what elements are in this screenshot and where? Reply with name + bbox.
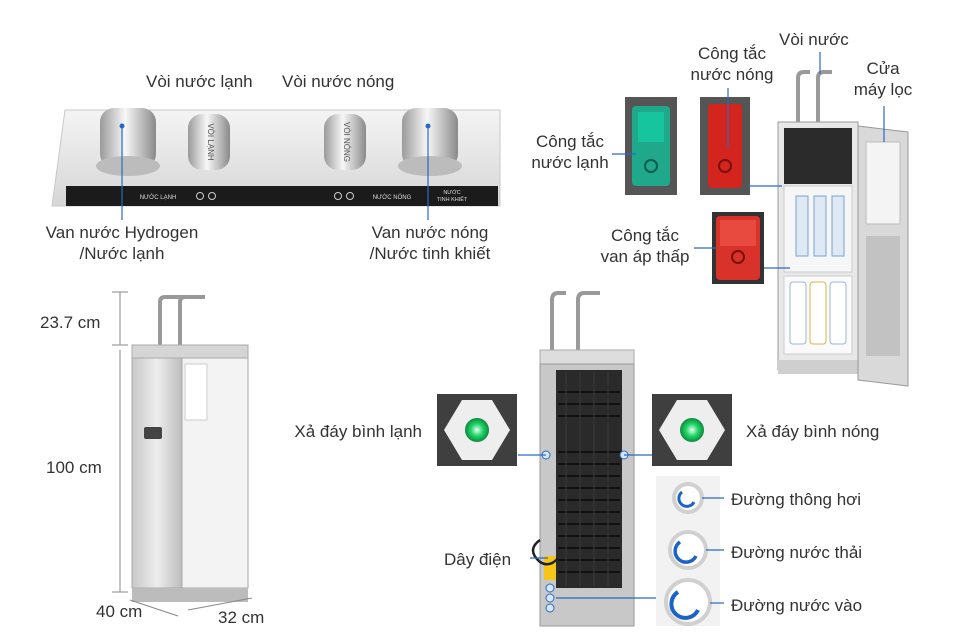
hot-drain-inset xyxy=(652,394,732,466)
dim-body-height: 100 cm xyxy=(46,458,102,477)
label-hot-drain: Xả đáy bình nóng xyxy=(746,422,880,441)
label-vent-line: Đường thông hơi xyxy=(731,490,862,509)
cold-drain-led xyxy=(465,418,489,442)
label-hydrogen-valve-line2: /Nước lạnh xyxy=(79,244,165,264)
panel-strip xyxy=(66,186,498,206)
label-cold-switch: Công tắc nước lạnh xyxy=(520,131,620,174)
label-filter-door-line2: máy lọc xyxy=(853,80,913,100)
cold-drain-inset xyxy=(437,394,517,466)
label-cold-switch-line1: Công tắc xyxy=(535,132,605,151)
label-hot-switch-line2: nước nóng xyxy=(690,65,774,85)
hydrogen-valve-knob xyxy=(100,108,156,168)
hot-switch xyxy=(708,104,742,188)
panel-pure-print-2: TINH KHIẾT xyxy=(437,196,468,203)
panel-button-icon xyxy=(346,192,354,200)
label-low-pressure-switch: Công tắc van áp thấp xyxy=(586,225,704,268)
panel-pure-print-1: NƯỚC xyxy=(443,189,460,196)
top-panel-illustration: VÒI LẠNH VÒI NÓNG NƯỚC LẠNH NƯỚC NÓNG NƯ… xyxy=(51,108,501,220)
dim-depth: 40 cm xyxy=(96,602,143,621)
label-hydrogen-valve-line1: Van nước Hydrogen xyxy=(45,223,199,242)
label-hot-valve: Van nước nóng /Nước tinh khiết xyxy=(340,222,520,265)
label-cold-tap: Vòi nước lạnh xyxy=(146,72,253,91)
hot-valve-knob xyxy=(402,108,458,168)
back-view-illustration xyxy=(518,291,658,627)
cold-tap-top xyxy=(188,114,230,170)
label-cold-drain: Xả đáy bình lạnh xyxy=(294,422,422,441)
label-hydrogen-valve: Van nước Hydrogen /Nước lạnh xyxy=(22,222,222,265)
hot-tap-top xyxy=(324,114,366,170)
label-hot-valve-line2: /Nước tinh khiết xyxy=(369,244,491,264)
pipe-fittings-inset xyxy=(656,476,724,626)
label-inlet-line: Đường nước vào xyxy=(731,596,863,615)
cold-tap-print: VÒI LẠNH xyxy=(206,123,215,161)
machine-dimension-illustration xyxy=(112,291,253,617)
label-hot-tap: Vòi nước nóng xyxy=(282,72,395,91)
label-waste-line: Đường nước thải xyxy=(731,543,863,562)
dim-top-height: 23.7 cm xyxy=(40,313,101,332)
panel-cold-print: NƯỚC LẠNH xyxy=(140,194,177,201)
label-hot-switch-line1: Công tắc xyxy=(697,44,767,63)
label-cold-switch-line2: nước lạnh xyxy=(531,153,609,173)
label-power-cord: Dây điện xyxy=(444,550,512,569)
switch-insets xyxy=(612,88,764,284)
label-hot-switch: Công tắc nước nóng xyxy=(672,43,792,86)
dim-width: 32 cm xyxy=(218,608,265,627)
label-filter-door-line1: Cửa xyxy=(866,59,900,78)
open-machine-illustration xyxy=(748,52,909,387)
label-low-pressure-switch-line1: Công tắc xyxy=(610,226,680,245)
panel-button-icon xyxy=(196,192,204,200)
panel-button-icon xyxy=(208,192,216,200)
label-hot-valve-line1: Van nước nóng xyxy=(371,223,489,242)
hot-drain-led xyxy=(680,418,704,442)
panel-button-icon xyxy=(334,192,342,200)
label-low-pressure-switch-line2: van áp thấp xyxy=(600,247,690,267)
panel-hot-print: NƯỚC NÓNG xyxy=(373,194,412,201)
label-filter-door: Cửa máy lọc xyxy=(838,58,928,101)
label-faucet: Vòi nước xyxy=(779,30,849,49)
hot-tap-print: VÒI NÓNG xyxy=(342,122,351,162)
